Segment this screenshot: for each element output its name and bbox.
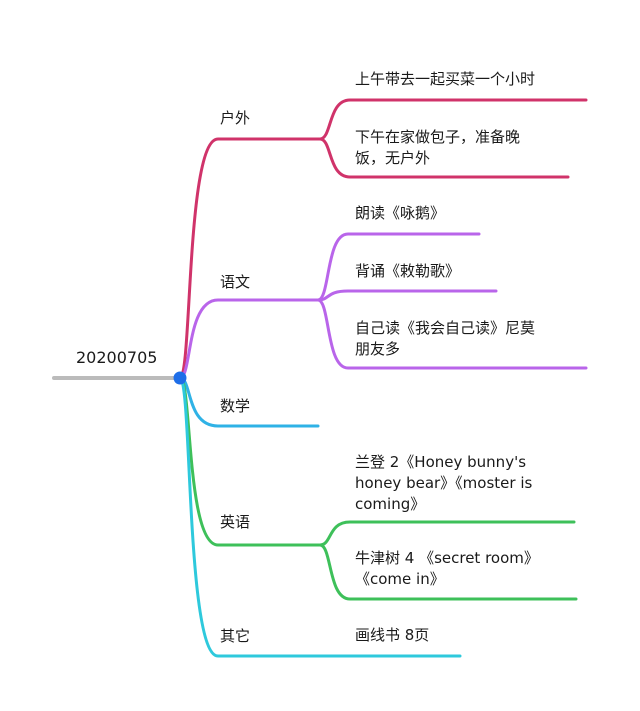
item-line: 下午在家做包子，准备晚 [355,128,521,146]
item-line: honey bear》《moster is [355,474,533,492]
item-line: 饭，无户外 [355,149,431,167]
item-line: 朋友多 [355,340,401,358]
branch-connector [178,137,322,380]
branch-english[interactable]: 英语 [220,513,251,531]
item-line: 牛津树 4 《secret room》 [355,549,539,567]
english-item-oxford-tree[interactable]: 牛津树 4 《secret room》 《come in》 [355,548,585,590]
branch-connector [178,376,462,658]
other-item-drawing-book[interactable]: 画线书 8页 [355,625,585,646]
english-item-random-house[interactable]: 兰登 2《Honey bunny's honey bear》《moster is… [355,452,585,515]
root-node[interactable]: 20200705 [76,348,158,367]
root-dot [173,371,187,385]
item-line: 背诵《敕勒歌》 [355,262,461,280]
branch-connector [178,298,320,380]
chinese-item-selfread[interactable]: 自己读《我会自己读》尼莫 朋友多 [355,318,585,360]
item-line: 朗读《咏鹅》 [355,204,446,222]
branch-other[interactable]: 其它 [220,627,251,645]
item-line: 《come in》 [355,570,445,588]
branch-chinese[interactable]: 语文 [220,273,251,291]
branch-outdoor[interactable]: 户外 [220,109,251,127]
branch-math[interactable]: 数学 [220,397,251,415]
item-connector [316,298,588,370]
outdoor-item-morning[interactable]: 上午带去一起买菜一个小时 [355,69,585,90]
item-connector [318,543,578,601]
item-line: coming》 [355,495,426,513]
item-connector [316,289,498,302]
chinese-item-recite[interactable]: 背诵《敕勒歌》 [355,261,585,282]
item-connector [318,520,576,547]
item-line: 画线书 8页 [355,626,430,644]
chinese-item-read[interactable]: 朗读《咏鹅》 [355,203,585,224]
item-connector [316,232,481,302]
item-line: 上午带去一起买菜一个小时 [355,70,536,88]
outdoor-item-afternoon[interactable]: 下午在家做包子，准备晚 饭，无户外 [355,127,585,169]
item-connector [318,137,570,179]
item-line: 兰登 2《Honey bunny's [355,453,527,471]
item-line: 自己读《我会自己读》尼莫 [355,319,536,337]
item-connector [318,98,588,141]
